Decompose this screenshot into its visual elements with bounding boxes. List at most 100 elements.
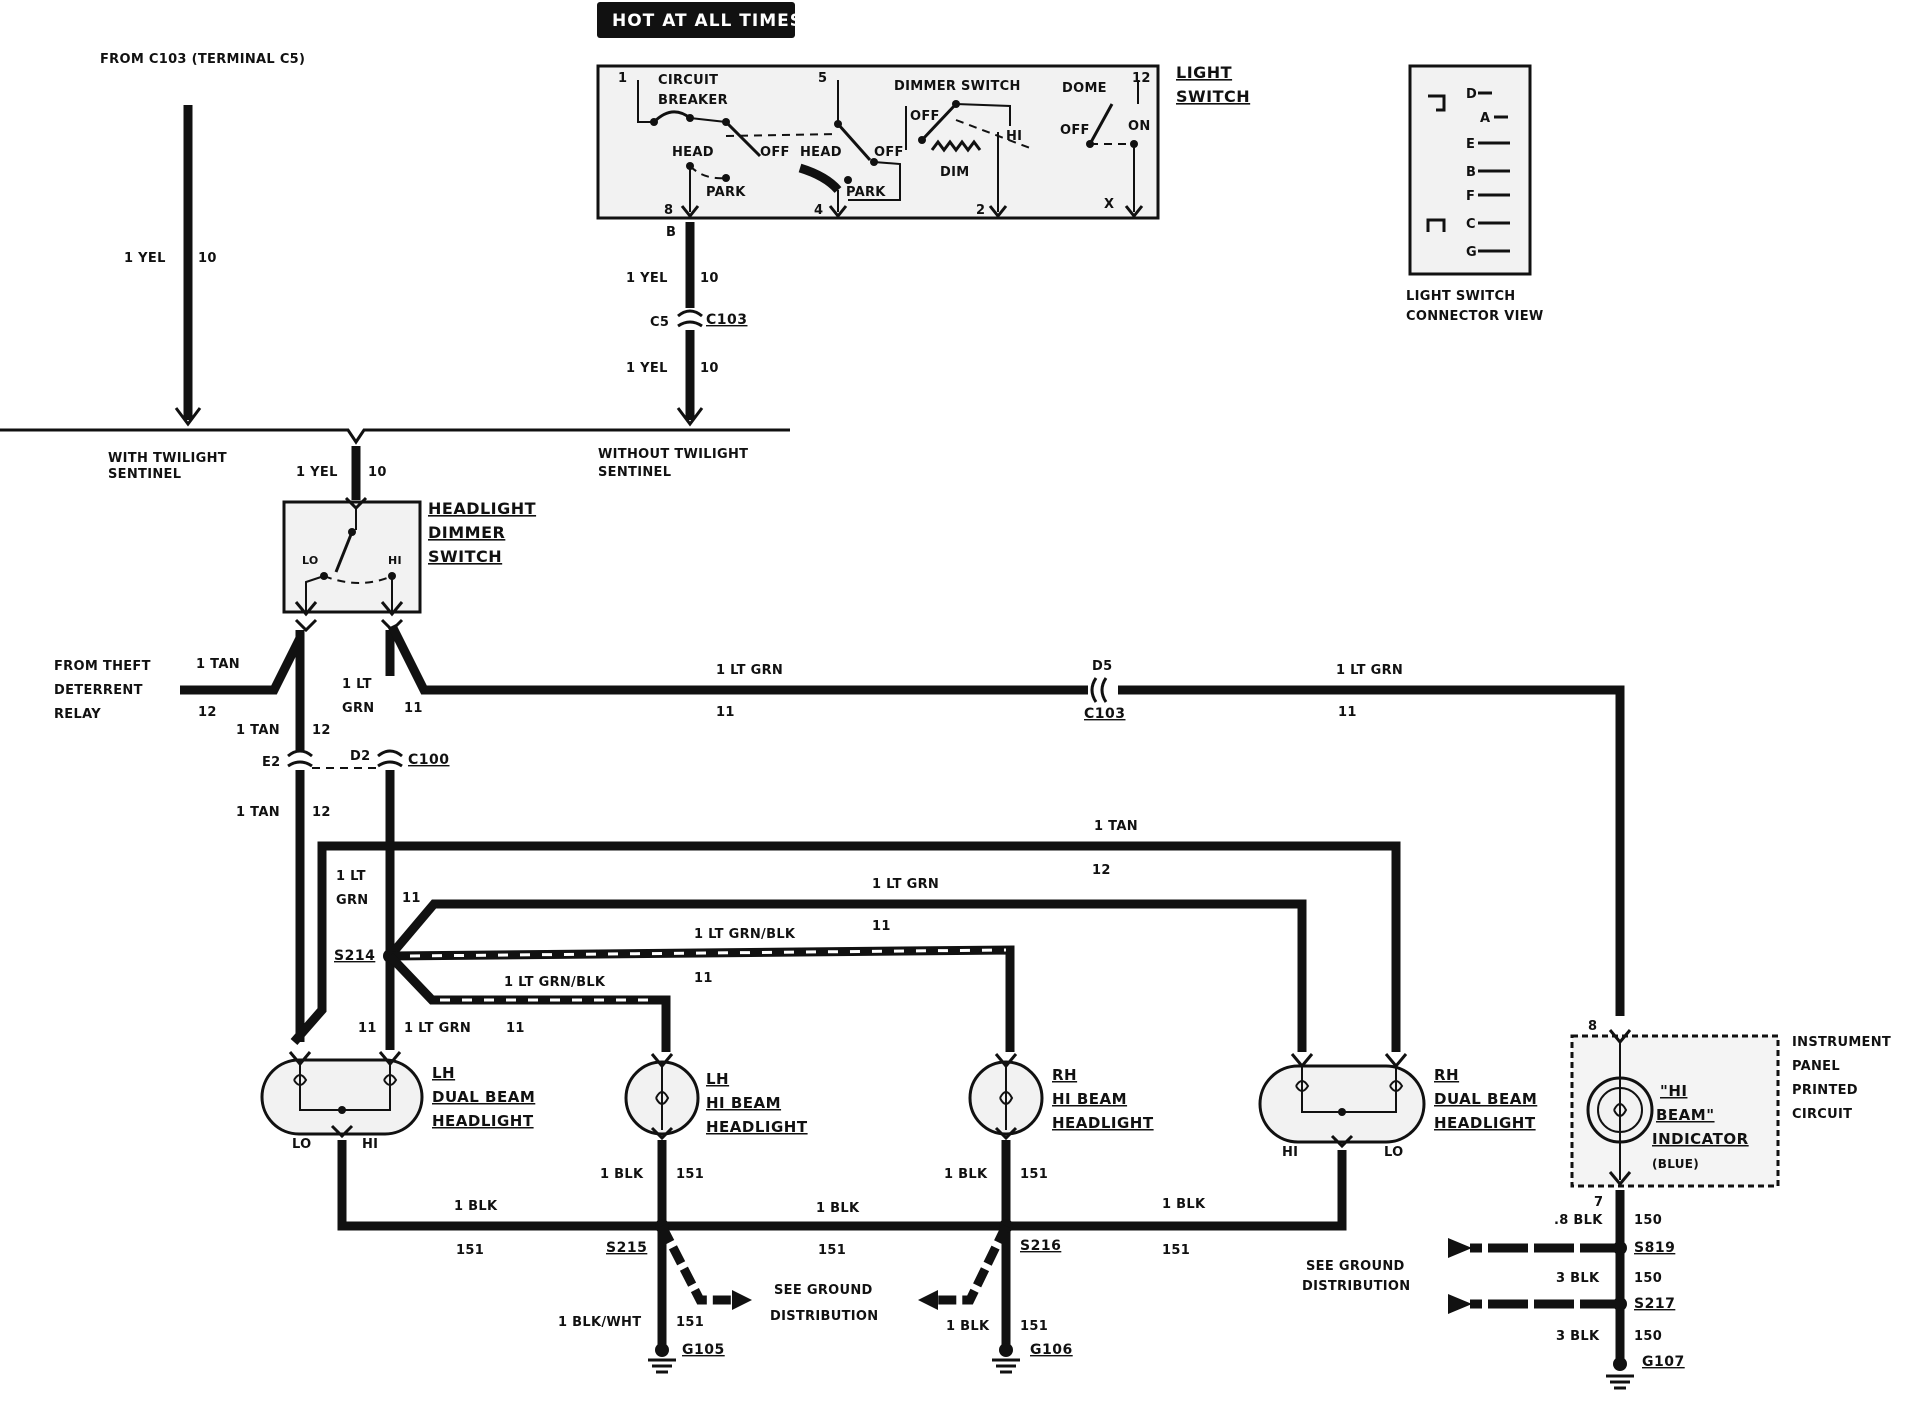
contact bbox=[650, 118, 658, 126]
ground-distribution-branch-left bbox=[657, 1223, 736, 1305]
internal-line bbox=[637, 80, 654, 123]
pin-g: G bbox=[1466, 245, 1477, 260]
term-b: B bbox=[666, 225, 676, 240]
arrow bbox=[1290, 1053, 1314, 1069]
wire-label-yel: 1 YEL bbox=[626, 361, 668, 376]
connector-d2-top bbox=[377, 749, 403, 758]
arrow bbox=[994, 1126, 1018, 1141]
wire-circuit-11: 11 bbox=[506, 1021, 525, 1036]
filament-common bbox=[1338, 1108, 1346, 1116]
see-ground-1b: DISTRIBUTION bbox=[770, 1309, 878, 1324]
pin-c: C bbox=[1466, 217, 1476, 232]
wire-circuit-150: 150 bbox=[1634, 1329, 1662, 1344]
wire-label-blk3: 3 BLK bbox=[1556, 1271, 1600, 1286]
lh-dual-beam-headlight bbox=[260, 1051, 424, 1139]
wire-label-ltgrn: 1 LT GRN bbox=[716, 663, 783, 678]
headlight-body bbox=[260, 1058, 424, 1136]
arrow bbox=[680, 205, 700, 219]
d5-label: D5 bbox=[1092, 659, 1112, 674]
wire-label-ltgrn-1: 1 LT bbox=[342, 677, 372, 692]
wire-label-blk: 1 BLK bbox=[454, 1199, 498, 1214]
off-label-4: OFF bbox=[1060, 123, 1090, 138]
switch-blade bbox=[920, 102, 958, 142]
headlight-body bbox=[1258, 1064, 1426, 1144]
switch-blade bbox=[1088, 103, 1114, 145]
lh-lo: LO bbox=[292, 1137, 311, 1152]
rh-hi-title-2: HI BEAM bbox=[1052, 1090, 1127, 1108]
see-ground-1a: SEE GROUND bbox=[774, 1283, 873, 1298]
wire-ltgrnblk-to-lh-hibeam bbox=[386, 952, 671, 1052]
filament bbox=[383, 1074, 398, 1086]
g105-label: G105 bbox=[682, 1342, 725, 1358]
hi-beam-ind-4: (BLUE) bbox=[1652, 1157, 1699, 1171]
rh-dual-beam-headlight bbox=[1258, 1053, 1426, 1149]
light-switch-title-2: SWITCH bbox=[1176, 87, 1250, 106]
wire-circuit-12: 12 bbox=[1092, 863, 1111, 878]
hl-dimmer-title-2: DIMMER bbox=[428, 523, 505, 542]
lh-hi-title-2: HI BEAM bbox=[706, 1094, 781, 1112]
arrow bbox=[380, 601, 404, 617]
connector-c103-top bbox=[677, 309, 703, 318]
e2-label: E2 bbox=[262, 755, 281, 770]
wire-circuit-10: 10 bbox=[700, 361, 719, 376]
arrow bbox=[650, 1126, 674, 1141]
wire-label-blk: 1 BLK bbox=[816, 1201, 860, 1216]
off-label-3: OFF bbox=[910, 109, 940, 124]
rh-dual-title-3: HEADLIGHT bbox=[1434, 1114, 1536, 1132]
wire-circuit-10: 10 bbox=[368, 465, 387, 480]
ground-symbol-g106 bbox=[992, 1343, 1020, 1374]
wire-label-ltgrn: 1 LT GRN bbox=[1336, 663, 1403, 678]
connector-d5-right bbox=[1100, 677, 1108, 703]
off-label-1: OFF bbox=[760, 145, 790, 160]
head-label-1: HEAD bbox=[672, 145, 714, 160]
arrow bbox=[294, 601, 318, 617]
wire-circuit-151: 151 bbox=[818, 1243, 846, 1258]
pin-b: B bbox=[1466, 165, 1476, 180]
s819-label: S819 bbox=[1634, 1240, 1675, 1256]
filament-line bbox=[1301, 1066, 1397, 1113]
arrow bbox=[1384, 1053, 1408, 1069]
rh-dual-title-2: DUAL BEAM bbox=[1434, 1090, 1537, 1108]
pin-1: 1 bbox=[618, 71, 627, 86]
arrow-head bbox=[918, 1290, 938, 1310]
pin-a: A bbox=[1480, 111, 1490, 126]
wire-circuit-151: 151 bbox=[1020, 1167, 1048, 1182]
wire-label-tan: 1 TAN bbox=[236, 723, 280, 738]
contact bbox=[722, 174, 730, 182]
wire-circuit-151: 151 bbox=[676, 1167, 704, 1182]
pin-8: 8 bbox=[664, 203, 673, 218]
g107-label: G107 bbox=[1642, 1354, 1685, 1370]
lh-dual-title-2: DUAL BEAM bbox=[432, 1088, 535, 1106]
wire-label-blk: 1 BLK bbox=[1162, 1197, 1206, 1212]
see-ground-2a: SEE GROUND bbox=[1306, 1259, 1405, 1274]
s216-label: S216 bbox=[1020, 1238, 1061, 1254]
s214-label: S214 bbox=[334, 948, 375, 964]
connector-d2-bottom bbox=[377, 760, 403, 768]
ip-label-3: PRINTED bbox=[1792, 1083, 1858, 1098]
wire-label-yel: 1 YEL bbox=[124, 251, 166, 266]
wire-label-ltgrn-1: 1 LT bbox=[336, 869, 366, 884]
from-theft-2: DETERRENT bbox=[54, 683, 143, 698]
from-theft-3: RELAY bbox=[54, 707, 101, 722]
wire-ltgrn-to-rh-hi bbox=[386, 899, 1307, 1052]
wire-circuit-12: 12 bbox=[198, 705, 217, 720]
hi-beam-ind-2: BEAM" bbox=[1656, 1106, 1715, 1124]
wire-label-blk3: 3 BLK bbox=[1556, 1329, 1600, 1344]
arrow bbox=[1608, 1171, 1632, 1187]
pin-x: X bbox=[1104, 197, 1114, 212]
ground-dot bbox=[999, 1343, 1013, 1357]
s215-label: S215 bbox=[606, 1240, 647, 1256]
internal-line bbox=[305, 575, 325, 612]
wire-label-blk: 1 BLK bbox=[944, 1167, 988, 1182]
wire-label-ltgrn-2: GRN bbox=[336, 893, 368, 908]
wire-label-ltgrnblk: 1 LT GRN/BLK bbox=[504, 975, 606, 990]
dim-label: DIM bbox=[940, 165, 969, 180]
wire-circuit-11: 11 bbox=[358, 1021, 377, 1036]
with-twilight-2: SENTINEL bbox=[108, 467, 181, 482]
c103-label: C103 bbox=[706, 312, 748, 328]
dimmer-rheostat bbox=[930, 139, 982, 153]
wire-circuit-151: 151 bbox=[456, 1243, 484, 1258]
wire-label-blk: 1 BLK bbox=[946, 1319, 990, 1334]
filament bbox=[1389, 1080, 1404, 1092]
wire-circuit-151: 151 bbox=[1162, 1243, 1190, 1258]
